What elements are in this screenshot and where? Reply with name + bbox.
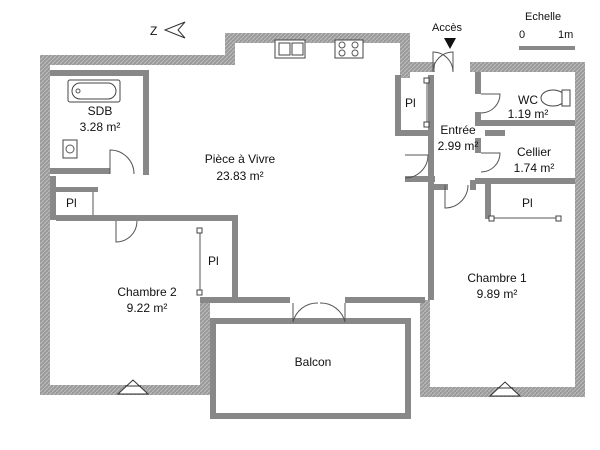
- room-hall: Entrée 2.99 m²: [438, 123, 479, 153]
- entrance-marker: Accès: [432, 22, 462, 49]
- room-bedroom2: Chambre 2 9.22 m²: [117, 285, 177, 315]
- room-name: Cellier: [517, 145, 551, 159]
- interior-walls: [50, 70, 575, 419]
- entrance-arrow-icon: [444, 38, 456, 49]
- room-area: 9.89 m²: [477, 287, 518, 301]
- room-storage: Cellier 1.74 m²: [514, 145, 555, 175]
- scale-bar: Echelle 0 1m: [519, 11, 575, 50]
- bathtub-icon: [67, 79, 121, 103]
- room-name: Entrée: [440, 123, 476, 137]
- closet-label: Pl: [208, 254, 219, 268]
- washbasin-icon: [62, 139, 78, 159]
- compass-icon: Z: [150, 21, 186, 39]
- room-name: WC: [518, 93, 538, 107]
- room-name: Chambre 1: [467, 271, 527, 285]
- room-bedroom1: Chambre 1 9.89 m²: [467, 271, 527, 301]
- door-swings: [109, 51, 501, 323]
- room-area: 23.83 m²: [216, 169, 263, 183]
- compass-label: Z: [150, 24, 157, 38]
- room-name: Balcon: [295, 355, 332, 369]
- room-wc: WC 1.19 m²: [508, 93, 549, 121]
- closet-label: Pl: [522, 196, 533, 210]
- room-area: 2.99 m²: [438, 139, 479, 153]
- room-area: 3.28 m²: [80, 120, 121, 134]
- scale-start: 0: [519, 29, 525, 41]
- window-markers: [116, 379, 522, 397]
- room-area: 9.22 m²: [127, 301, 168, 315]
- toilet-icon: [540, 89, 571, 107]
- room-name: Pièce à Vivre: [205, 152, 276, 166]
- room-balcony: Balcon: [295, 355, 332, 369]
- closet-label: Pl: [66, 196, 77, 210]
- kitchen-sink: [274, 39, 306, 59]
- room-area: 1.74 m²: [514, 161, 555, 175]
- closet-label: Pl: [405, 96, 416, 110]
- cooktop: [334, 39, 364, 59]
- room-area: 1.19 m²: [508, 107, 549, 121]
- room-name: SDB: [88, 104, 113, 118]
- closet-lines: [92, 77, 562, 296]
- room-living: Pièce à Vivre 23.83 m²: [205, 152, 276, 183]
- room-bathroom: SDB 3.28 m²: [80, 104, 121, 134]
- entrance-label: Accès: [432, 22, 462, 34]
- scale-title: Echelle: [525, 11, 561, 23]
- scale-end: 1m: [558, 29, 573, 41]
- room-name: Chambre 2: [117, 285, 177, 299]
